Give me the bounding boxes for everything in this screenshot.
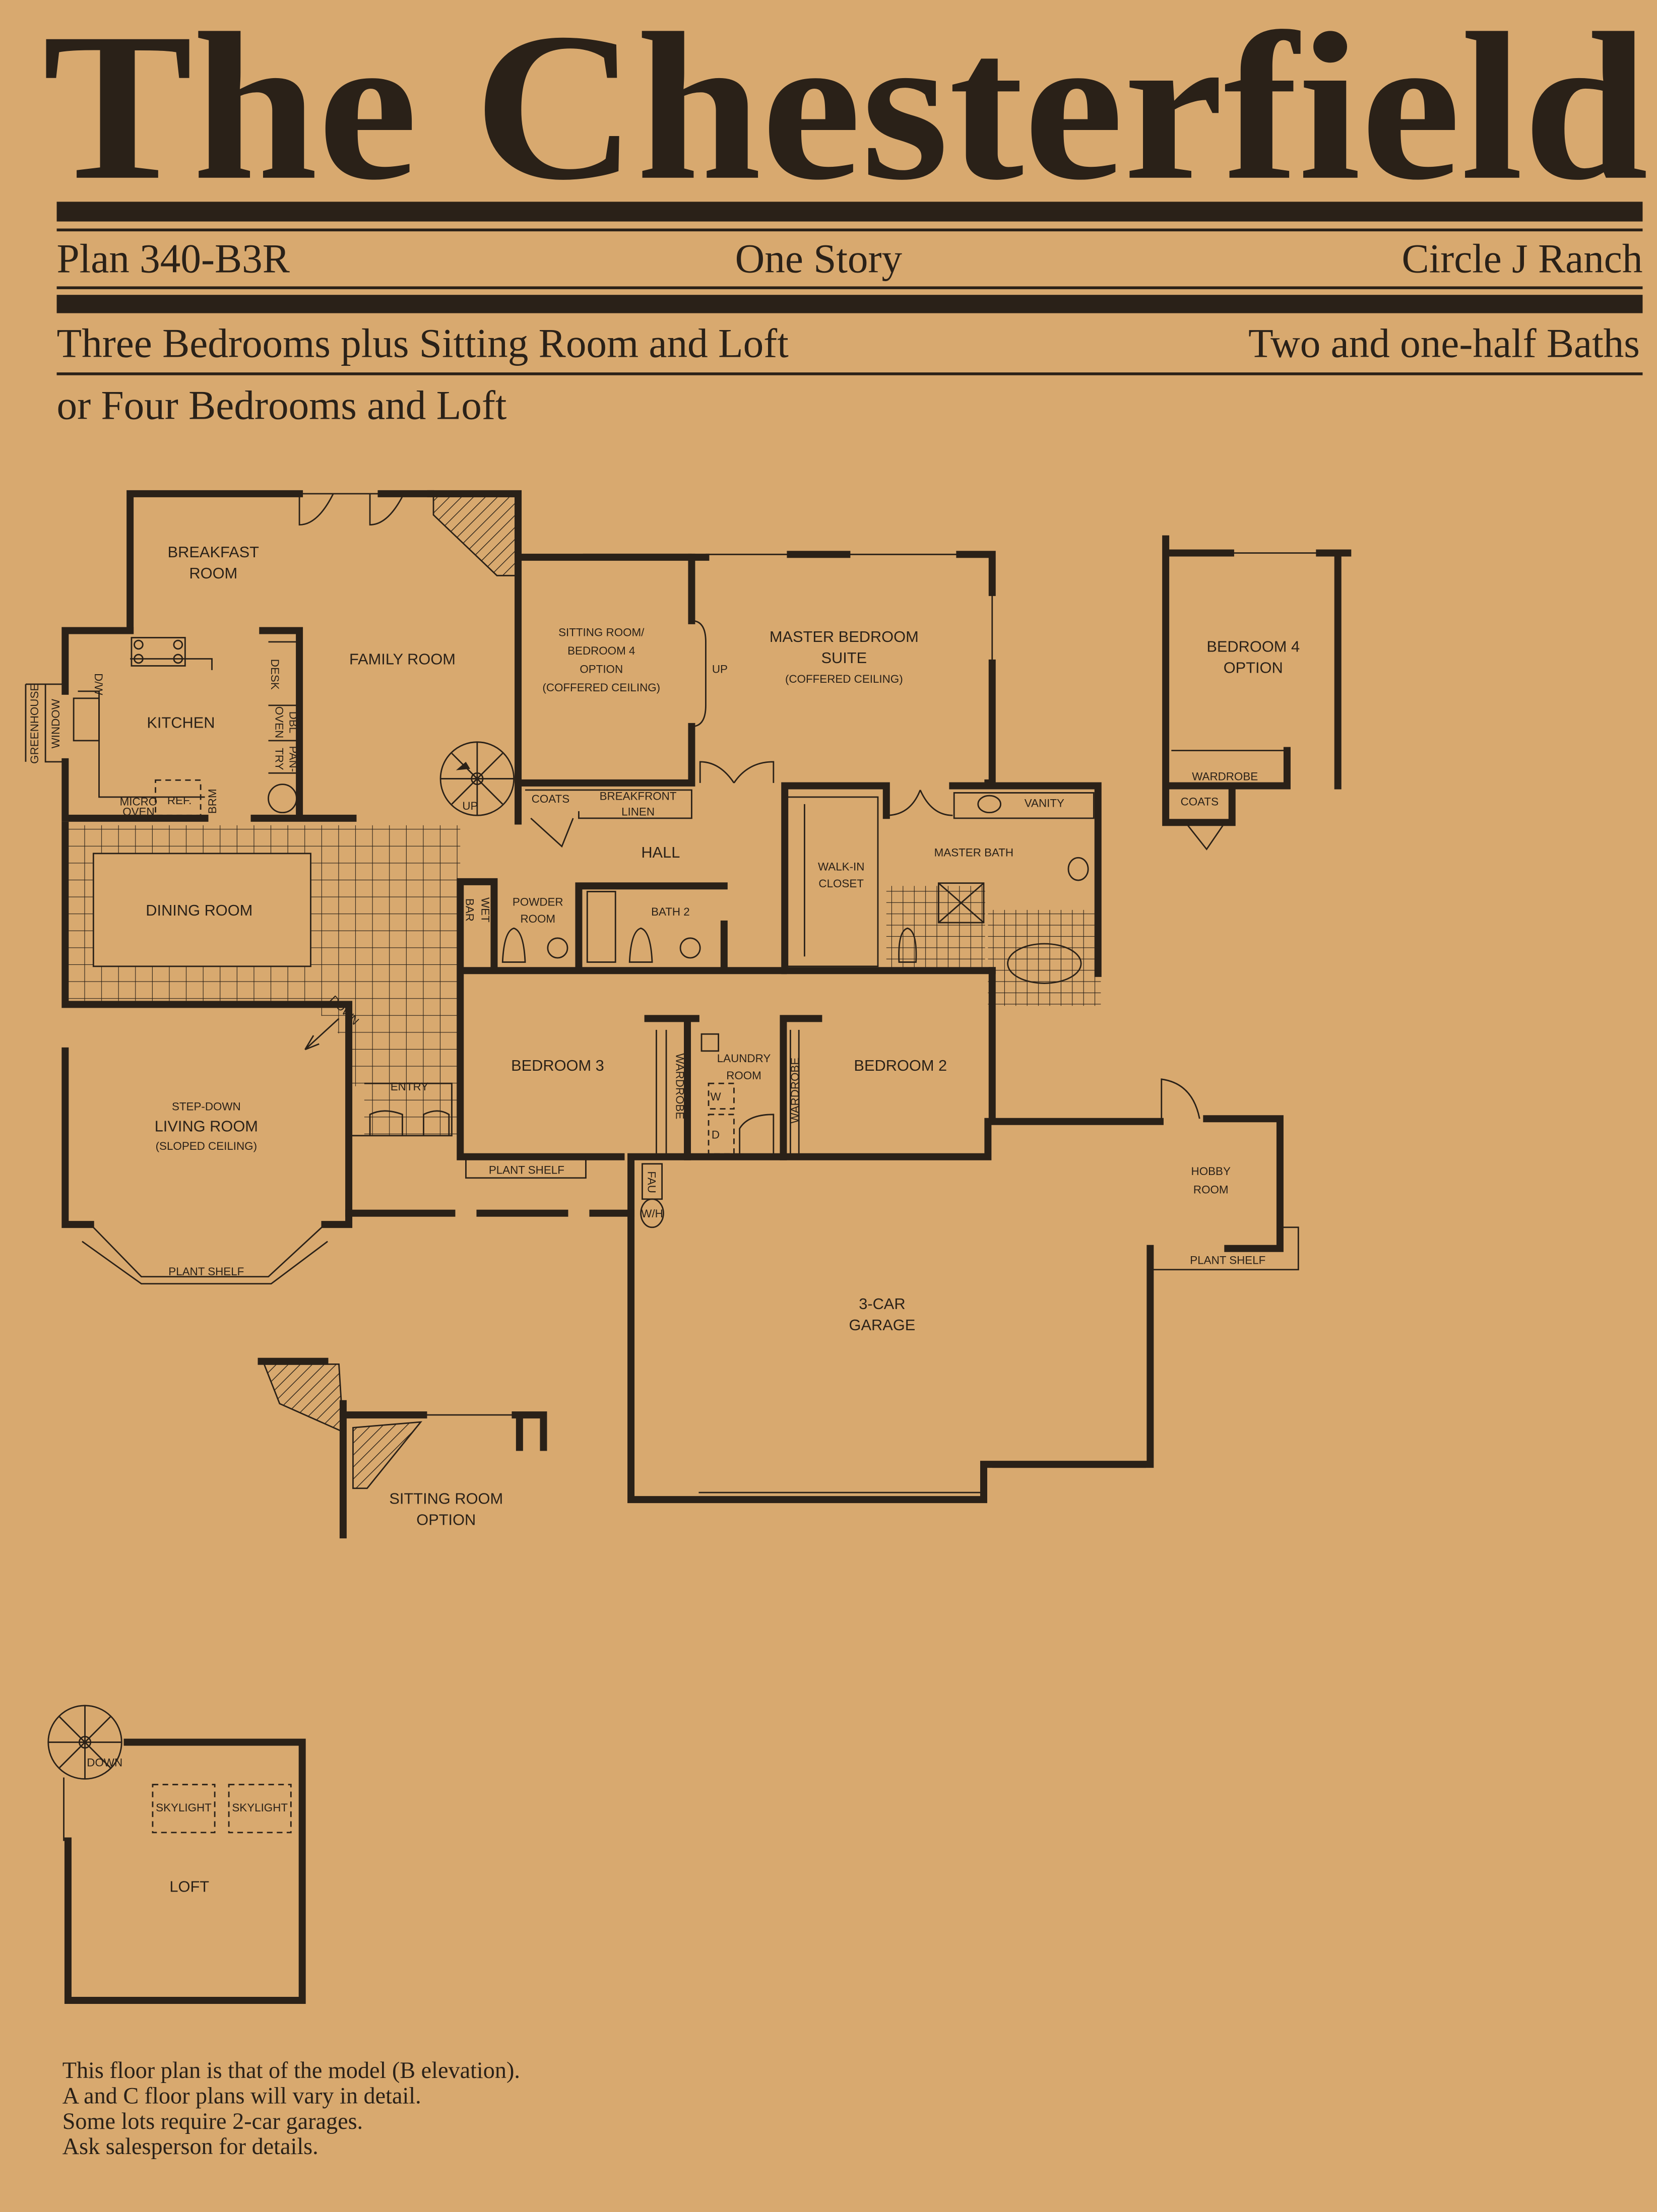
toilet-tile xyxy=(886,886,985,968)
label-bath2: BATH 2 xyxy=(651,905,690,918)
label-sitting-1: SITTING ROOM/ xyxy=(558,626,645,639)
label-walk-in-2: CLOSET xyxy=(818,877,864,890)
rule-thin-2 xyxy=(56,286,1643,289)
label-wet-bar-1: WET xyxy=(479,897,491,923)
master-bath-tile xyxy=(988,909,1101,1006)
label-plant-shelf-bed3: PLANT SHELF xyxy=(489,1163,564,1176)
label-bedroom4-2: OPTION xyxy=(1224,659,1283,676)
room-labels: BREAKFAST ROOM FAMILY ROOM KITCHEN GREEN… xyxy=(28,543,1300,1896)
label-kitchen: KITCHEN xyxy=(147,714,215,732)
footer-notes: This floor plan is that of the model (B … xyxy=(62,2057,520,2159)
label-coats-4: COATS xyxy=(1181,796,1219,808)
label-greenhouse-2: WINDOW xyxy=(49,698,62,748)
label-sitting-option-1: SITTING ROOM xyxy=(389,1490,503,1508)
label-pantry: PAN- xyxy=(287,746,299,772)
label-greenhouse: GREENHOUSE xyxy=(28,684,41,764)
label-family-room: FAMILY ROOM xyxy=(349,650,456,668)
plan-number: Plan 340-B3R xyxy=(57,236,290,281)
label-ref: REF. xyxy=(167,794,192,807)
spiral-stair xyxy=(439,741,515,816)
community-logo: Circle J Ranch xyxy=(1401,236,1642,281)
label-master-bath: MASTER BATH xyxy=(934,846,1013,859)
label-plant-shelf-hobby: PLANT SHELF xyxy=(1190,1254,1265,1267)
label-living-1: STEP-DOWN xyxy=(172,1100,241,1113)
rule-thin xyxy=(56,228,1643,232)
label-wardrobe-4: WARDROBE xyxy=(1192,770,1258,783)
label-washer: W xyxy=(710,1090,721,1103)
rule-thick-2 xyxy=(56,295,1643,313)
label-living-2: LIVING ROOM xyxy=(155,1117,258,1135)
label-wardrobe-2: WARDROBE xyxy=(789,1058,801,1124)
label-hobby-2: ROOM xyxy=(1193,1184,1229,1196)
header: The Chesterfield Plan 340-B3R One Story … xyxy=(43,0,1648,428)
label-vanity: VANITY xyxy=(1025,797,1064,809)
label-dw: D/W xyxy=(92,673,105,695)
loft-spiral-stair xyxy=(47,1705,122,1780)
bedrooms-line-2: or Four Bedrooms and Loft xyxy=(57,383,507,428)
label-oven: OVEN xyxy=(273,706,286,738)
label-garage-1: 3-CAR xyxy=(859,1295,905,1313)
label-breakfast-2: ROOM xyxy=(189,564,237,582)
label-living-3: (SLOPED CEILING) xyxy=(156,1140,257,1152)
label-powder-2: ROOM xyxy=(520,913,555,925)
label-master-2: SUITE xyxy=(821,649,867,667)
label-bedroom4-1: BEDROOM 4 xyxy=(1206,637,1300,655)
label-hobby-1: HOBBY xyxy=(1191,1165,1231,1178)
label-hall: HALL xyxy=(641,843,680,861)
label-dbl: DBL xyxy=(287,711,299,734)
label-wardrobe-3: WARDROBE xyxy=(674,1053,686,1119)
label-brm: BRM xyxy=(206,789,219,814)
label-pantry-2: TRY xyxy=(273,748,286,770)
dining-area xyxy=(92,853,311,967)
label-linen: LINEN xyxy=(621,805,655,818)
label-entry: ENTRY xyxy=(391,1080,429,1093)
label-desk: DESK xyxy=(269,659,281,690)
label-powder-1: POWDER xyxy=(513,895,563,908)
label-laundry-1: LAUNDRY xyxy=(717,1052,771,1065)
page-title: The Chesterfield xyxy=(43,0,1648,224)
label-skylight-2: SKYLIGHT xyxy=(232,1801,288,1814)
label-coats: COATS xyxy=(532,793,569,805)
label-sitting-option-2: OPTION xyxy=(416,1511,476,1529)
label-micro-oven: OVEN xyxy=(122,805,154,818)
label-sitting-3: OPTION xyxy=(580,663,623,675)
label-garage-2: GARAGE xyxy=(849,1316,916,1334)
label-breakfast: BREAKFAST xyxy=(168,543,260,561)
label-wh: W/H xyxy=(641,1207,663,1220)
footer-line: A and C floor plans will vary in detail. xyxy=(62,2083,421,2108)
rule-thick-top xyxy=(56,202,1643,222)
label-up-stair: UP xyxy=(462,800,478,812)
label-down-loft: DOWN xyxy=(87,1756,122,1769)
label-master-1: MASTER BEDROOM xyxy=(770,628,919,645)
label-dryer: D xyxy=(712,1128,720,1141)
label-master-3: (COFFERED CEILING) xyxy=(785,673,903,685)
label-sitting-2: BEDROOM 4 xyxy=(567,644,635,657)
footer-line: This floor plan is that of the model (B … xyxy=(62,2057,520,2083)
label-loft: LOFT xyxy=(169,1877,209,1895)
label-skylight-1: SKYLIGHT xyxy=(156,1801,212,1814)
bedrooms-line-1: Three Bedrooms plus Sitting Room and Lof… xyxy=(57,320,789,366)
label-wet-bar-2: BAR xyxy=(463,898,476,922)
label-breakfront: BREAKFRONT xyxy=(600,790,677,802)
label-bedroom3: BEDROOM 3 xyxy=(511,1057,604,1074)
footer-line: Ask salesperson for details. xyxy=(62,2133,318,2159)
label-plant-shelf-living: PLANT SHELF xyxy=(168,1265,244,1278)
label-laundry-2: ROOM xyxy=(726,1069,761,1082)
fireplace xyxy=(432,496,516,576)
rule-thin-3 xyxy=(56,372,1643,375)
label-sitting-4: (COFFERED CEILING) xyxy=(542,681,660,694)
label-fau: FAU xyxy=(646,1171,658,1193)
label-micro: MICRO xyxy=(120,796,158,808)
baths: Two and one-half Baths xyxy=(1248,320,1640,366)
label-walk-in-1: WALK-IN xyxy=(818,860,864,873)
label-bedroom2: BEDROOM 2 xyxy=(854,1057,947,1074)
stories: One Story xyxy=(735,236,903,281)
label-up-sitting: UP xyxy=(712,663,728,675)
footer-line: Some lots require 2-car garages. xyxy=(62,2108,363,2134)
label-dining: DINING ROOM xyxy=(146,901,252,919)
floor-plan xyxy=(25,490,1352,2004)
